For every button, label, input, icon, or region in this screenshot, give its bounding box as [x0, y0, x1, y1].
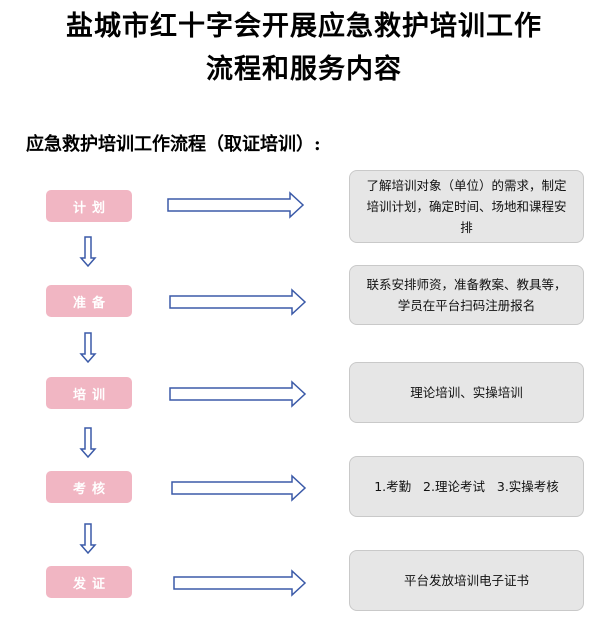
right-arrow-5: [173, 569, 307, 597]
right-arrow-3: [169, 380, 307, 408]
step-plan-description: 了解培训对象（单位）的需求，制定培训计划，确定时间、场地和课程安排: [349, 170, 584, 243]
step-assess: 考核: [46, 471, 132, 503]
down-arrow-2: [79, 332, 97, 364]
page-title-line-2: 流程和服务内容: [206, 54, 402, 85]
step-certify: 发证: [46, 566, 132, 598]
step-train-description: 理论培训、实操培训: [349, 362, 584, 423]
step-train: 培训: [46, 377, 132, 409]
down-arrow-3: [79, 427, 97, 459]
section-subtitle: 应急救护培训工作流程（取证培训）:: [26, 134, 321, 155]
step-plan: 计划: [46, 190, 132, 222]
right-arrow-4: [171, 474, 307, 502]
right-arrow-1: [167, 191, 305, 219]
step-prepare: 准备: [46, 285, 132, 317]
page-title-line-1: 盐城市红十字会开展应急救护培训工作: [66, 11, 542, 42]
step-certify-description: 平台发放培训电子证书: [349, 550, 584, 611]
right-arrow-2: [169, 288, 307, 316]
step-prepare-description: 联系安排师资，准备教案、教具等，学员在平台扫码注册报名: [349, 265, 584, 325]
down-arrow-4: [79, 523, 97, 555]
down-arrow-1: [79, 236, 97, 268]
step-assess-description: 1.考勤 2.理论考试 3.实操考核: [349, 456, 584, 517]
